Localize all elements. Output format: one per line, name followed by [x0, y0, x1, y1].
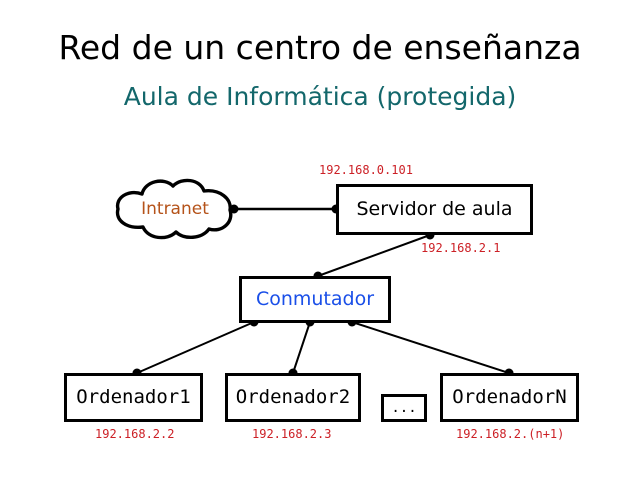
ip-label-servidor-lan: 192.168.2.1 — [421, 241, 501, 255]
page-title: Red de un centro de enseñanza — [58, 28, 582, 67]
node-intranet[interactable]: Intranet — [112, 176, 238, 242]
node-intranet-label: Intranet — [141, 199, 209, 219]
edge-servidor-conmutador — [317, 234, 431, 277]
node-ellipsis-placeholder: ... — [381, 394, 427, 422]
node-ellipsis-label: ... — [391, 400, 417, 416]
edge-conmutador-ordenador2 — [292, 321, 311, 374]
node-ordenadorN-label: OrdenadorN — [452, 386, 567, 408]
node-conmutador-label: Conmutador — [255, 288, 375, 310]
ip-label-ordenador2: 192.168.2.3 — [252, 427, 332, 441]
node-ordenadorN[interactable]: OrdenadorN — [440, 373, 579, 422]
ip-label-ordenadorN: 192.168.2.(n+1) — [456, 427, 565, 441]
edge-conmutador-ordenador1 — [136, 321, 255, 374]
edge-conmutador-ordenadorN — [351, 321, 510, 374]
node-servidor-label: Servidor de aula — [356, 198, 513, 220]
ip-label-ordenador1: 192.168.2.2 — [95, 427, 175, 441]
node-ordenador2[interactable]: Ordenador2 — [225, 373, 361, 422]
node-ordenador1-label: Ordenador1 — [76, 386, 191, 408]
cloud-icon — [115, 178, 233, 240]
page-subtitle: Aula de Informática (protegida) — [123, 82, 517, 111]
node-servidor-de-aula[interactable]: Servidor de aula — [336, 184, 533, 235]
node-ordenador2-label: Ordenador2 — [235, 386, 351, 408]
node-conmutador[interactable]: Conmutador — [239, 276, 391, 323]
ip-label-servidor-wan: 192.168.0.101 — [319, 163, 413, 177]
node-ordenador1[interactable]: Ordenador1 — [64, 373, 203, 422]
